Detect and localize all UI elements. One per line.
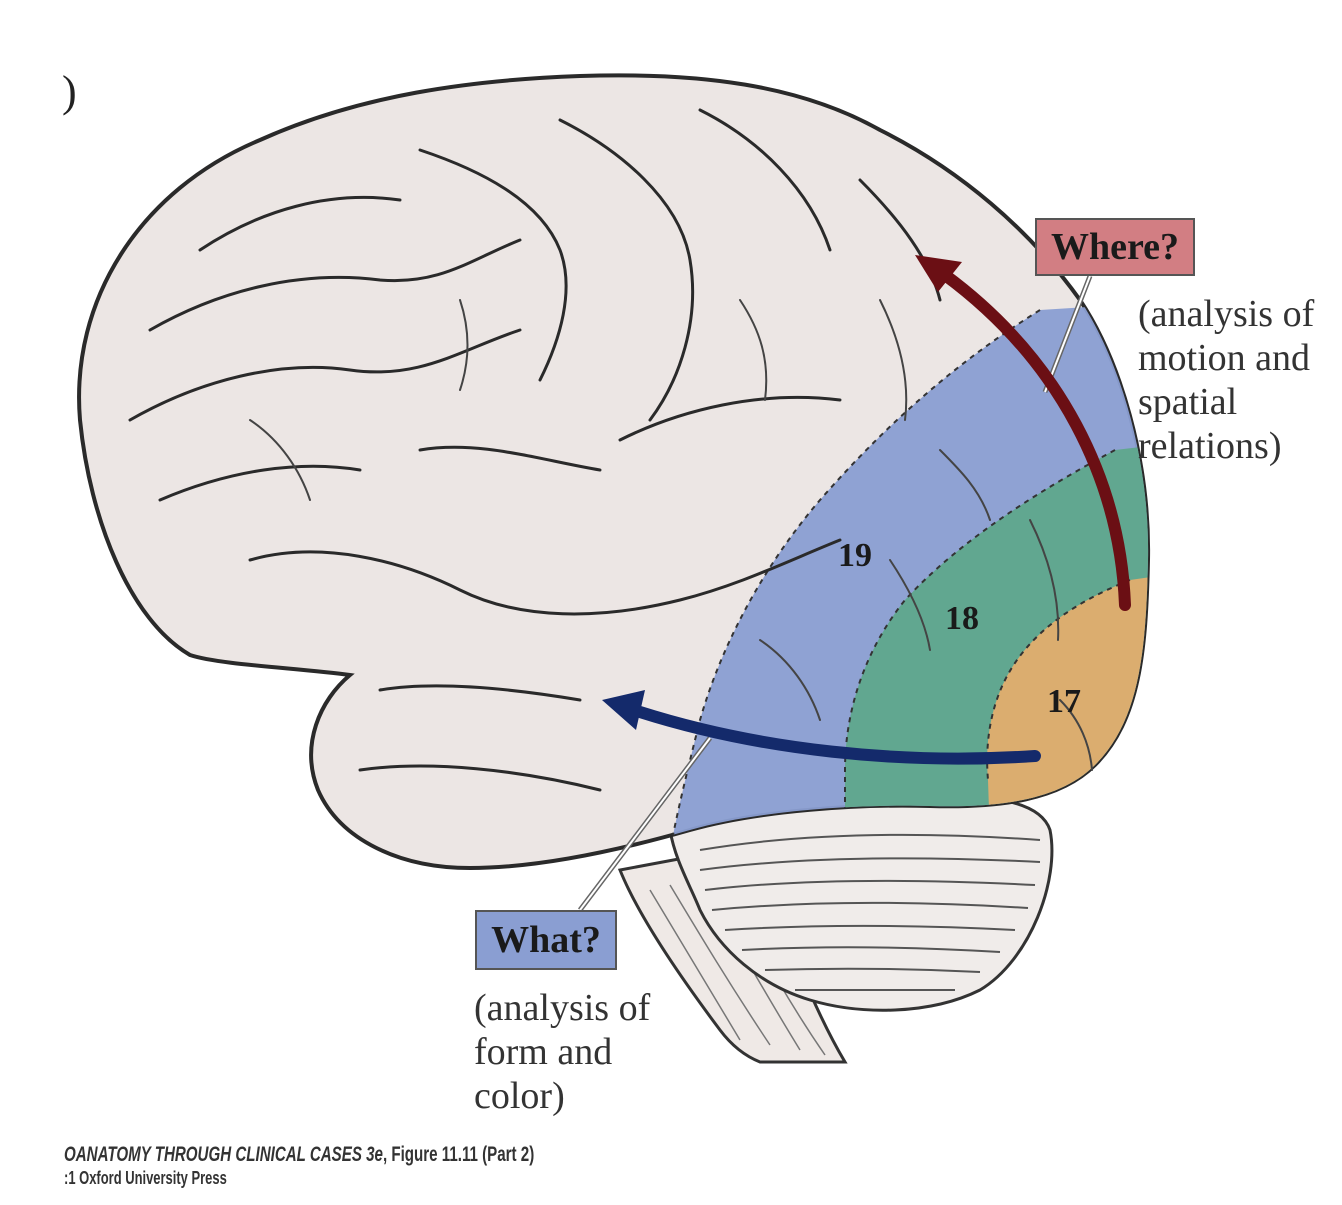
what-pointer-line-inner (579, 737, 711, 911)
what-stream-arrow (634, 706, 1041, 765)
where-description: (analysis of motion and spatial relation… (1138, 293, 1315, 467)
where-stream-arrow (939, 269, 1131, 611)
what-description: (analysis of form and color) (474, 987, 651, 1117)
corner-mark: ) (62, 67, 77, 116)
what-arrowhead (602, 690, 645, 730)
area-17-label: 17 (1047, 683, 1081, 720)
where-pointer-line-inner (1044, 275, 1091, 393)
book-title: OANATOMY THROUGH CLINICAL CASES 3e (64, 1143, 383, 1166)
area-18-label: 18 (945, 600, 979, 637)
figure-reference: , Figure 11.11 (Part 2) (382, 1143, 535, 1166)
area-19-label: 19 (838, 537, 872, 574)
cerebellum-folia (699, 833, 1041, 992)
where-label: Where? (1035, 218, 1195, 276)
where-arrowhead (915, 255, 962, 292)
publisher-credit: :1 Oxford University Press (64, 1168, 227, 1188)
figure-credit-line: OANATOMY THROUGH CLINICAL CASES 3e, Figu… (64, 1143, 534, 1167)
sulci-minor (249, 299, 1093, 771)
what-label: What? (475, 910, 617, 970)
